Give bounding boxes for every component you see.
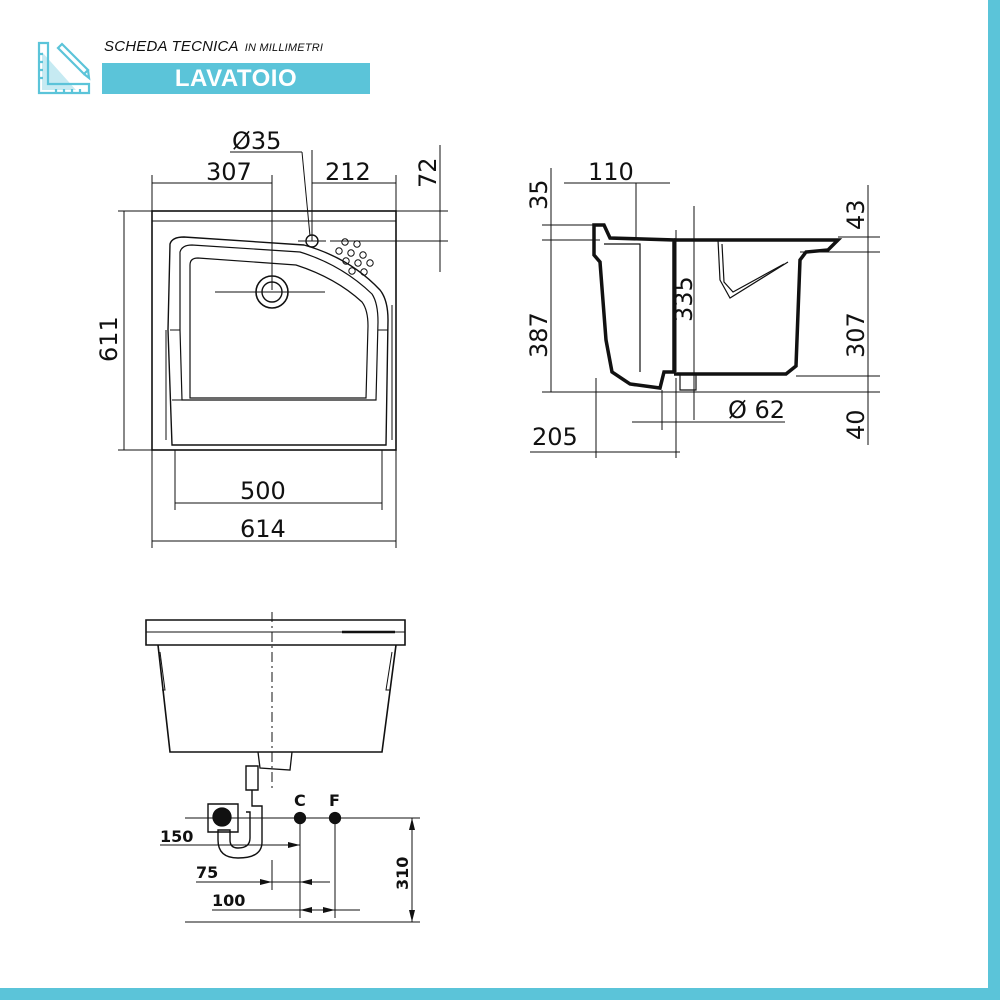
side-view-washboard-inner [721,243,785,293]
dim-right-offset: 212 [325,158,371,186]
side-view-washboard [717,239,789,299]
top-view-outline [151,210,397,451]
label-hot: C [294,791,306,810]
label-cold: F [329,791,340,810]
dim-body-height: 387 [525,312,553,358]
header-title: SCHEDA TECNICA IN MILLIMETRI [104,38,323,55]
dim-overall-width: 614 [240,515,286,543]
side-view-basin [674,238,843,376]
front-view-siphon-trap [207,803,239,833]
dim-left-offset: 307 [206,158,252,186]
top-view-basin-outer [167,236,389,446]
dim-basin-depth: 307 [842,312,870,358]
header-subtitle: IN MILLIMETRI [244,42,324,54]
front-view-siphon [217,765,263,859]
dim-depth: 611 [95,316,123,362]
frame-bottom-border [0,988,1000,1000]
header-banner: LAVATOIO [102,63,370,94]
dim-inner-width: 500 [240,477,286,505]
front-view-siphon-outlet [212,807,232,827]
dim-75: 75 [196,863,218,882]
dim-310: 310 [393,857,412,890]
front-view [145,612,420,923]
top-view-soap-dots [335,238,374,276]
dim-rim-height-left: 35 [525,179,553,210]
header-title-text: SCHEDA TECNICA [104,38,239,55]
ruler-pencil-icon [37,41,91,95]
dim-rim-height-right: 43 [842,199,870,230]
top-view-basin-inner [179,244,379,401]
front-view-rim [145,619,406,646]
dim-top-offset: 72 [414,157,442,188]
side-view-back-wall [592,223,676,390]
side-view-dimensions [530,168,880,458]
side-view-drain-pipe [679,374,697,391]
dim-drain-offset: 205 [532,423,578,451]
side-view-inner-wall [604,243,641,372]
dim-top-width: 110 [588,158,634,186]
front-view-body [157,644,397,753]
top-view [118,145,448,548]
dim-hole-diameter: Ø35 [232,127,281,155]
top-view-dimensions [118,145,448,548]
front-view-drain-cup [257,751,293,771]
dim-drain-height: 40 [842,409,870,440]
front-view-side-details [159,651,393,691]
dim-150: 150 [160,827,193,846]
top-view-side-walls [165,305,393,440]
front-view-arrows [260,818,415,922]
frame-right-border [988,0,1000,1000]
dim-drain-diameter: Ø 62 [728,396,785,424]
dim-inner-height: 335 [670,276,698,322]
side-view [530,168,880,458]
dim-100: 100 [212,891,245,910]
top-view-washboard-edge [170,329,388,401]
top-view-basin-bottom [189,257,369,399]
